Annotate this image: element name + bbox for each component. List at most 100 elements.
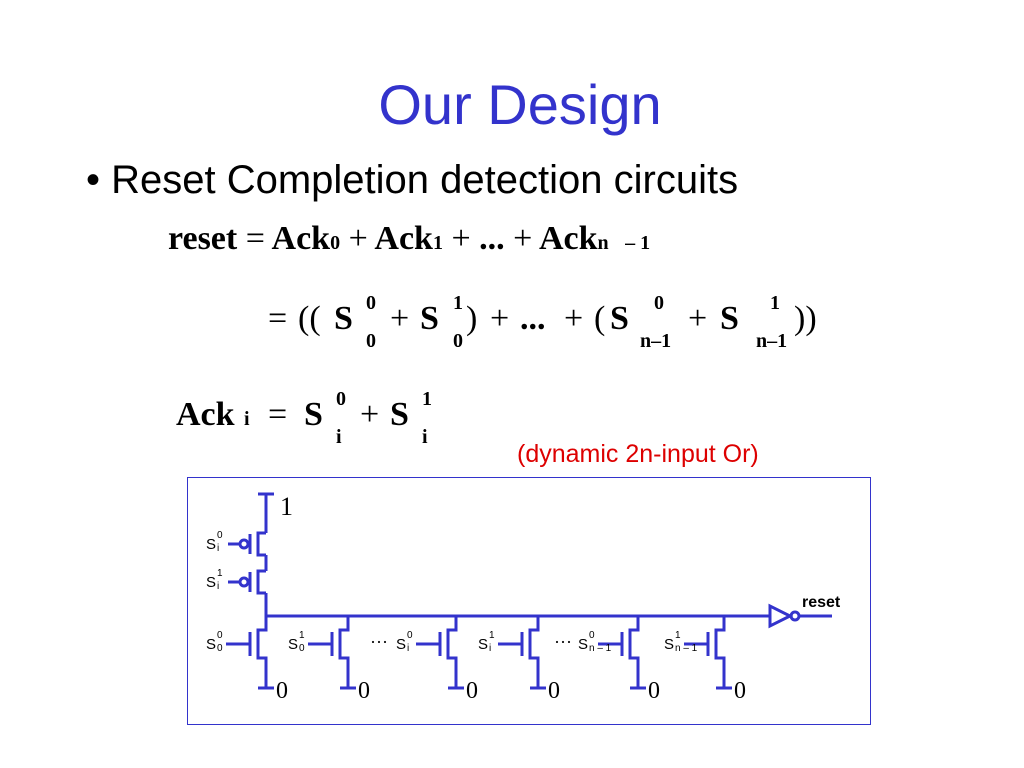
eq2-open: (( <box>298 300 321 337</box>
eq1-lhs: reset <box>168 220 238 257</box>
input-superscript: 1 <box>675 630 681 641</box>
input-base-letter: S <box>288 636 299 653</box>
circuit-svg <box>226 492 832 690</box>
eq1-ack1: Ack <box>374 220 433 257</box>
input-subscript: n – 1 <box>589 643 612 654</box>
eq1-dots: ... <box>479 220 505 257</box>
ground-label: 0 <box>466 678 478 704</box>
bullet-text: • Reset Completion detection circuits <box>86 158 739 202</box>
eq3-s1-sup: 1 <box>422 388 432 410</box>
nmos-channel <box>714 616 726 688</box>
eq3-lhs: Ack <box>176 396 235 433</box>
nmos-channel <box>338 616 350 688</box>
eq2-sn1: S <box>720 300 739 337</box>
slide-title: Our Design <box>378 73 662 136</box>
eq1-plus1: + <box>348 220 368 257</box>
input-superscript: 0 <box>407 630 413 641</box>
pmos-2-bubble <box>238 576 250 588</box>
eq1-equals: = <box>245 220 265 257</box>
input-base-letter: S <box>478 636 489 653</box>
input-base-letter: S <box>206 636 217 653</box>
eq1-ackn: Ack <box>538 220 598 257</box>
nmos-channel <box>446 616 458 688</box>
ground-label: 0 <box>734 678 746 704</box>
eq3-s0-sub: i <box>336 426 342 448</box>
input-superscript: 0 <box>589 630 595 641</box>
eq2-plus-a: + <box>390 300 410 337</box>
eq3-s0-sup: 0 <box>336 388 346 410</box>
eq1-plus2: + <box>451 220 471 257</box>
eq3-s1: S <box>390 396 409 433</box>
dynamic-or-note: (dynamic 2n-input Or) <box>517 440 759 468</box>
ellipsis: ··· <box>554 632 572 652</box>
supply-label: 1 <box>280 492 293 521</box>
eq2-sn0-sub: n–1 <box>640 330 672 352</box>
input-base-letter: S <box>578 636 589 653</box>
input-base-letter: S <box>396 636 407 653</box>
eq3-equals: = <box>268 396 288 433</box>
eq3-s0: S <box>304 396 323 433</box>
eq1-ack1-sub: 1 <box>432 232 443 254</box>
eq2-s0-sub: 0 <box>366 330 376 352</box>
pmos-1-bubble <box>238 538 250 550</box>
equation-reset: reset = Ack0 + Ack1 + ... + Ackn – 1 <box>168 220 650 258</box>
eq2-open2: ( <box>594 300 606 337</box>
inverter-bubble <box>789 610 801 622</box>
eq2-close1: ) <box>466 300 478 337</box>
input-subscript: n – 1 <box>675 643 698 654</box>
ground-label: 0 <box>548 678 560 704</box>
eq3-lhs-sub: i <box>244 408 250 430</box>
ellipsis: ··· <box>370 632 388 652</box>
eq2-sn1-sub: n–1 <box>756 330 788 352</box>
nmos-channel <box>256 616 268 688</box>
eq2-s0: S <box>334 300 353 337</box>
eq2-plus-c: + <box>564 300 584 337</box>
ground-label: 0 <box>648 678 660 704</box>
eq2-sn1-sup: 1 <box>770 292 780 314</box>
eq2-plus-b: + <box>490 300 510 337</box>
pmos-1-channel <box>256 531 266 557</box>
input-superscript: 1 <box>299 630 305 641</box>
equation-ack: Ack i = S 0 i + S 1 i <box>176 388 456 456</box>
input-subscript: i <box>407 643 410 654</box>
eq2-sn0: S <box>610 300 629 337</box>
eq2-s1: S <box>420 300 439 337</box>
eq2-dots: ... <box>520 300 546 337</box>
ground-label: 0 <box>276 678 288 704</box>
inverter-triangle <box>768 603 794 629</box>
input-superscript: 1 <box>489 630 495 641</box>
eq1-ack0-sub: 0 <box>330 232 341 254</box>
eq2-s1-sub: 0 <box>453 330 463 352</box>
eq1-ackn-tail: – 1 <box>625 232 651 254</box>
input-subscript: 0 <box>299 643 305 654</box>
nmos-channel <box>528 616 540 688</box>
eq2-s1-sup: 1 <box>453 292 463 314</box>
input-base-letter: S <box>664 636 675 653</box>
ground-label: 0 <box>358 678 370 704</box>
eq2-equals: = <box>268 300 288 337</box>
eq2-sn0-sup: 0 <box>654 292 664 314</box>
reset-output-label: reset <box>802 594 841 611</box>
equation-expanded: = (( S 0 0 + S 1 0 ) + ... + ( S 0 n–1 +… <box>268 292 838 360</box>
eq2-s0-sup: 0 <box>366 292 376 314</box>
nmos-channel <box>628 616 640 688</box>
eq2-plus-d: + <box>688 300 708 337</box>
input-subscript: 0 <box>217 643 223 654</box>
pmos-2-channel <box>256 569 266 595</box>
eq2-close2: )) <box>794 300 817 337</box>
input-subscript: i <box>489 643 492 654</box>
eq3-plus: + <box>360 396 380 433</box>
input-superscript: 0 <box>217 630 223 641</box>
eq1-ackn-sub: n <box>597 232 609 254</box>
eq1-ack0: Ack <box>271 220 331 257</box>
eq3-s1-sub: i <box>422 426 428 448</box>
